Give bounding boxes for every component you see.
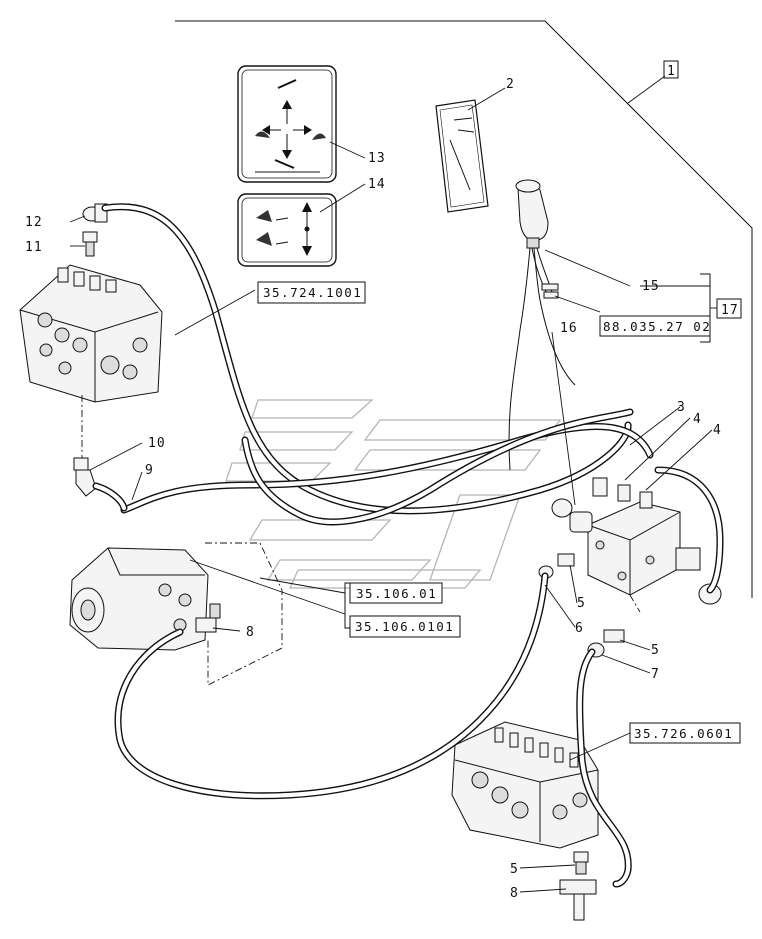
operator-manual-2 (435, 99, 489, 213)
watermark-logo (225, 399, 562, 589)
ref-box-35-106-01[interactable]: 35.106.01 (349, 582, 443, 604)
callout-16: 16 (560, 321, 578, 336)
hose-7 (576, 648, 632, 888)
callout-5c: 5 (510, 862, 519, 877)
ref-88-035-27-02: 88.035.27 02 (603, 319, 711, 334)
joystick-15 (508, 179, 576, 471)
fitting-5-block-left (538, 553, 575, 579)
hydraulic-pump (69, 547, 209, 651)
callout-12: 12 (25, 215, 43, 230)
ref-35-726-0601: 35.726.0601 (634, 726, 733, 741)
callout-numbers: 1 2 3 4 4 5 6 5 7 5 8 8 9 10 11 12 13 14… (25, 64, 742, 901)
callout-14: 14 (368, 177, 386, 192)
ref-35-106-01: 35.106.01 (356, 586, 437, 601)
fitting-10 (73, 457, 97, 497)
fitting-11 (82, 231, 98, 257)
reference-boxes: 35.724.1001 88.035.27 02 35.106.01 35.10… (257, 281, 741, 744)
callout-1: 1 (667, 64, 676, 79)
callout-7: 7 (651, 667, 660, 682)
decal-14 (237, 193, 337, 267)
callout-17: 17 (721, 303, 739, 318)
ref-box-35-724-1001[interactable]: 35.724.1001 (257, 281, 366, 304)
hose-return (241, 408, 634, 526)
callout-9: 9 (145, 463, 154, 478)
control-valve-bottom (451, 721, 599, 849)
callout-3: 3 (677, 400, 686, 415)
hose-12-to-valve (101, 203, 632, 515)
callout-8a: 8 (246, 625, 255, 640)
callout-5b: 5 (651, 643, 660, 658)
ref-box-35-106-0101[interactable]: 35.106.0101 (349, 615, 461, 638)
ref-box-35-726-0601[interactable]: 35.726.0601 (629, 722, 741, 744)
callout-2: 2 (506, 77, 515, 92)
callout-6: 6 (575, 621, 584, 636)
fitting-5-bottom (573, 851, 589, 875)
hose-right-loop (654, 466, 724, 594)
callout-4a: 4 (693, 412, 702, 427)
hose-9 (120, 423, 654, 514)
callout-box-17 (716, 298, 742, 319)
tee-fitting-8-lower (559, 879, 597, 921)
callout-10: 10 (148, 436, 166, 451)
callout-4b: 4 (713, 423, 722, 438)
decal-13 (237, 65, 337, 183)
callout-15: 15 (642, 279, 660, 294)
assembly-frame-line (175, 20, 753, 598)
ref-box-88-035-27-02[interactable]: 88.035.27 02 (599, 315, 711, 337)
leader-lines (69, 87, 717, 893)
callout-13: 13 (368, 151, 386, 166)
callout-8b: 8 (510, 886, 519, 901)
ref-35-106-0101: 35.106.0101 (355, 619, 454, 634)
tee-fitting-8-upper (195, 603, 221, 633)
callout-11: 11 (25, 240, 43, 255)
ref-35-724-1001: 35.724.1001 (263, 285, 362, 300)
hose-10 (92, 482, 128, 512)
control-valve-top (19, 264, 163, 403)
callout-5a: 5 (577, 596, 586, 611)
callout-box-1 (663, 60, 679, 79)
directional-valve-block (551, 477, 722, 605)
hose-6 (114, 572, 549, 800)
